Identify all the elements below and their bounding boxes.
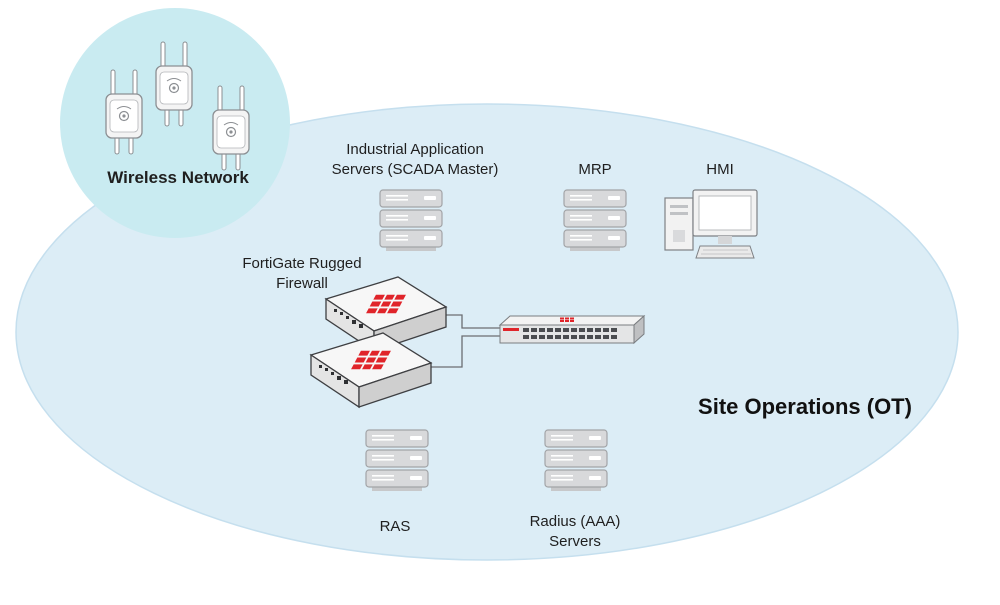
mrp-server-icon — [564, 190, 626, 251]
link-firewall-2 — [425, 335, 500, 368]
radius-server-icon — [545, 430, 607, 491]
ras-server-icon — [366, 430, 428, 491]
site-operations-label: Site Operations (OT) — [698, 394, 912, 419]
fortigate-firewall-label: FortiGate Rugged Firewall — [242, 255, 362, 292]
wireless-network-zone — [60, 8, 290, 238]
hmi-workstation-icon — [664, 189, 758, 259]
industrial-server-icon — [380, 190, 442, 251]
mrp-label: MRP — [578, 161, 612, 178]
radius-servers-label: Radius (AAA) Servers — [529, 513, 621, 550]
hmi-label: HMI — [706, 161, 734, 178]
ras-label: RAS — [379, 518, 411, 535]
industrial-servers-label: Industrial Application Servers (SCADA Ma… — [331, 141, 499, 178]
fortiswitch-icon — [498, 314, 646, 345]
wireless-network-label: Wireless Network — [107, 168, 249, 187]
